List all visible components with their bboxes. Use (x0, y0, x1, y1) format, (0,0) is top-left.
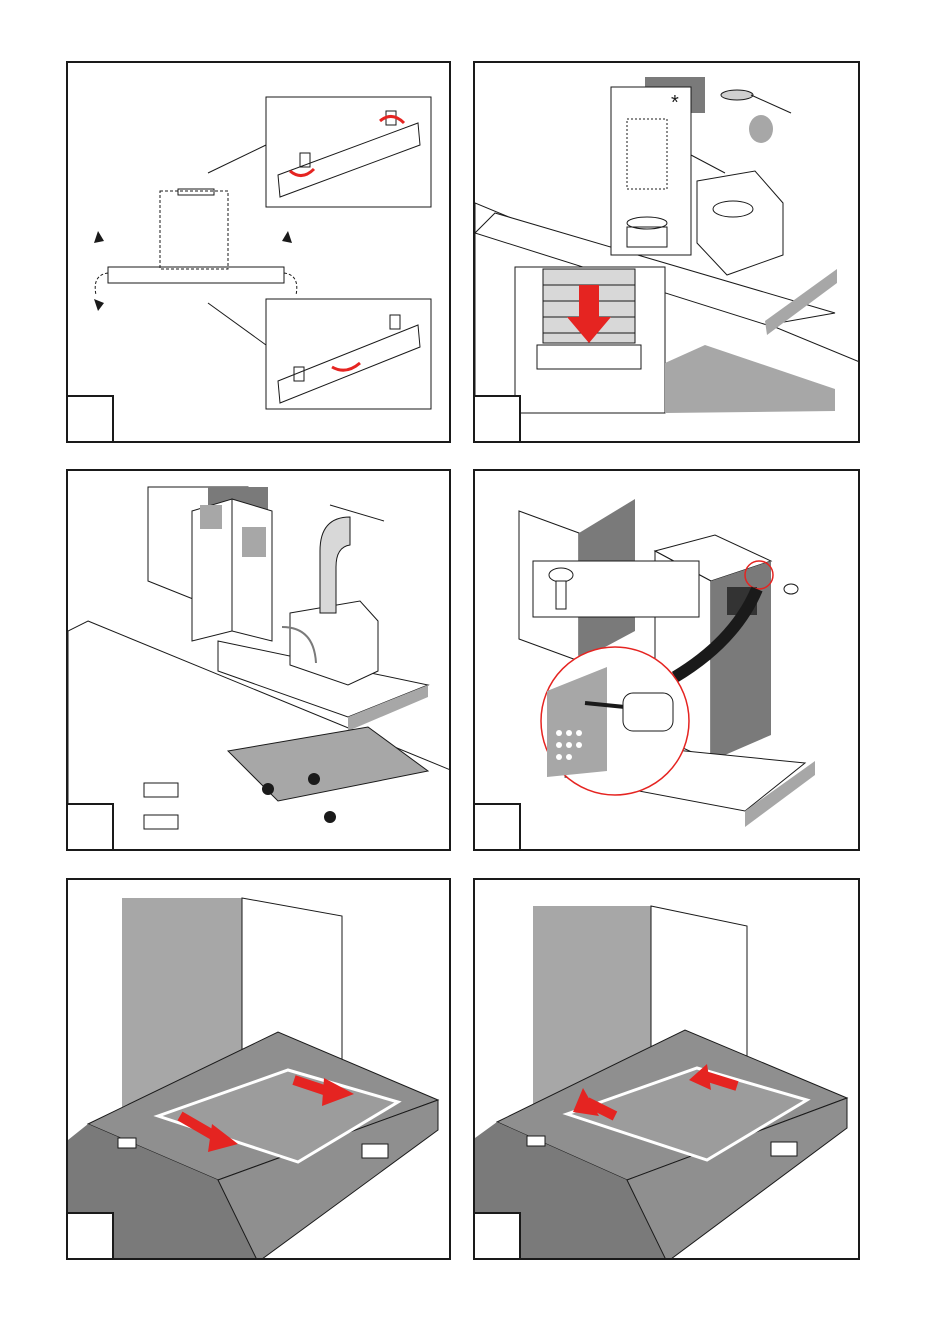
duct-kit-inset (611, 87, 691, 255)
arrow-icon (282, 231, 292, 243)
duct-illustration: * (475, 63, 860, 443)
step-number-box (66, 395, 114, 443)
step-number-box (473, 1212, 521, 1260)
step-number-box (473, 803, 521, 851)
figure-panel-2: * (473, 61, 860, 443)
figure-panel-6 (473, 878, 860, 1260)
step-number-box (473, 395, 521, 443)
step-number-box (66, 1212, 114, 1260)
screw-icon (784, 584, 798, 594)
chimney-screw-illustration (475, 471, 860, 851)
detail-inset-bottom (266, 299, 431, 409)
asterisk-icon: * (671, 92, 679, 114)
step-number-box (66, 803, 114, 851)
figure-panel-5 (66, 878, 451, 1260)
arrow-icon (94, 231, 104, 243)
arrow-icon (94, 299, 104, 311)
figure-panel-1 (66, 61, 451, 443)
filter-removal-illustration (68, 880, 451, 1260)
detail-inset-top (266, 97, 431, 207)
hood-bracket-illustration (68, 63, 451, 443)
chimney-install-illustration (68, 471, 451, 851)
figure-panel-4 (473, 469, 860, 851)
filter-refit-illustration (475, 880, 860, 1260)
figure-panel-3 (66, 469, 451, 851)
